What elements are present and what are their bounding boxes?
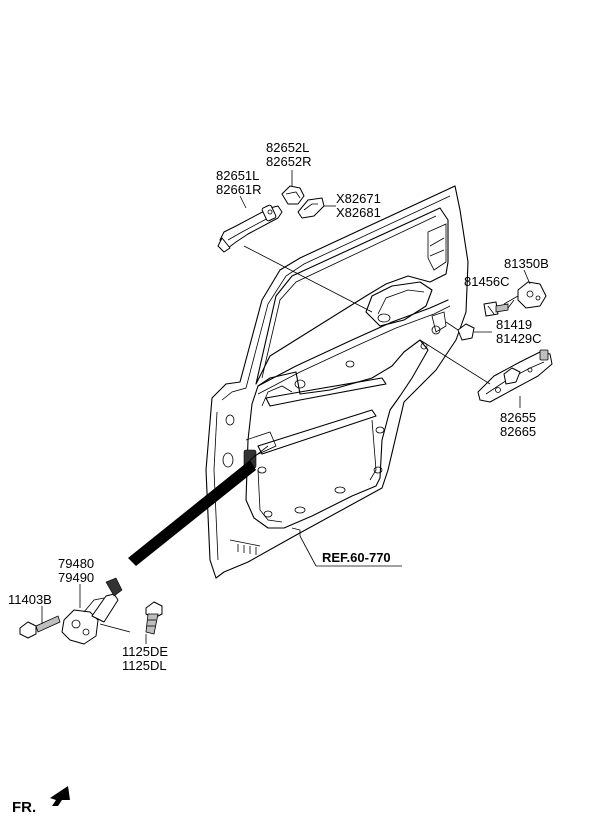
latch-screw[interactable] (483, 301, 509, 317)
handle-gasket[interactable] (297, 197, 325, 219)
label-79480: 79480 (58, 556, 94, 571)
label-1125DE: 1125DE (122, 644, 168, 659)
label-82652L: 82652L (266, 140, 309, 155)
handle-cover[interactable] (281, 185, 305, 205)
label-82651L: 82651L (216, 168, 259, 183)
label-82665: 82665 (500, 424, 536, 439)
front-indicator-label: FR. (12, 799, 36, 816)
label-82661R: 82661R (216, 182, 262, 197)
label-1125DL: 1125DL (122, 658, 167, 673)
label-X82671: X82671 (336, 191, 381, 206)
label-79490: 79490 (58, 570, 94, 585)
label-82655: 82655 (500, 410, 536, 425)
label-82652R: 82652R (266, 154, 312, 169)
rear-door-panel (205, 185, 469, 579)
label-81350B: 81350B (504, 256, 549, 271)
label-81419: 81419 (496, 317, 532, 332)
latch-cover[interactable] (517, 281, 547, 309)
label-11403B: 11403B (8, 592, 52, 607)
label-81429C: 81429C (496, 331, 542, 346)
checker-bolt[interactable] (145, 601, 163, 635)
outside-door-handle[interactable] (217, 204, 283, 253)
door-bumper[interactable] (457, 323, 475, 341)
front-arrow-icon (50, 786, 70, 806)
door-checker[interactable] (61, 577, 123, 645)
inside-door-handle[interactable] (477, 349, 553, 403)
hinge-bolt[interactable] (19, 615, 61, 639)
label-X82681: X82681 (336, 205, 381, 220)
callout-wedge (128, 460, 256, 566)
ref-label: REF.60-770 (322, 550, 391, 565)
label-81456C: 81456C (464, 274, 510, 289)
